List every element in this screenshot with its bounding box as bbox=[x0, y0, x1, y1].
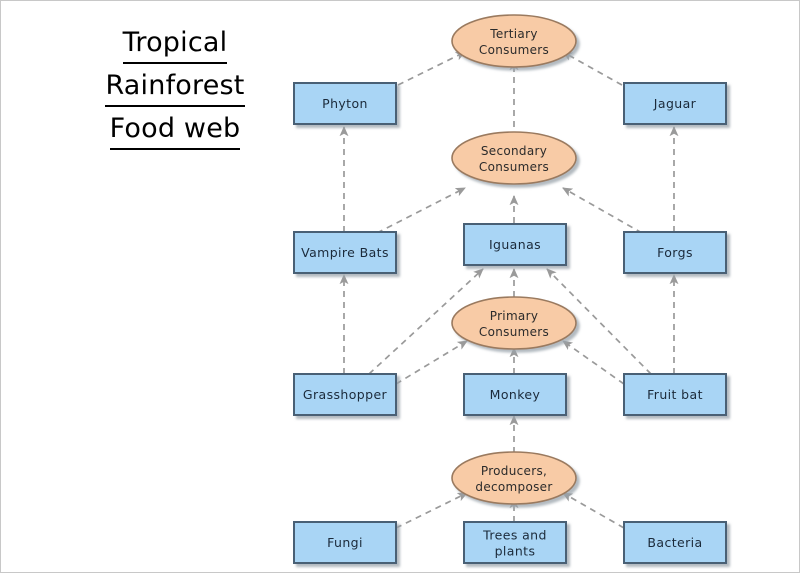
node-producers-decomposer[interactable]: Producers, decomposer bbox=[451, 451, 577, 505]
edge-grasshopper-to-primary bbox=[395, 340, 468, 385]
node-tertiary-consumers[interactable]: Tertiary Consumers bbox=[451, 14, 577, 68]
trees-and-plants-label-line1: Trees and bbox=[482, 528, 547, 543]
monkey-box[interactable] bbox=[463, 373, 567, 416]
bacteria-label: Bacteria bbox=[647, 535, 702, 550]
iguanas-label: Iguanas bbox=[489, 237, 541, 252]
tertiary-consumers-label-line2: Consumers bbox=[479, 43, 549, 57]
edge-fungi-to-producers bbox=[395, 492, 468, 529]
organism-layer: Phyton Jaguar Vampire Bats Iguanas Forgs bbox=[293, 82, 727, 564]
node-secondary-consumers[interactable]: Secondary Consumers bbox=[451, 131, 577, 185]
primary-consumers-ellipse[interactable] bbox=[451, 296, 577, 350]
secondary-consumers-label-line1: Secondary bbox=[481, 144, 547, 158]
secondary-consumers-ellipse[interactable] bbox=[451, 131, 577, 185]
monkey-label: Monkey bbox=[490, 387, 541, 402]
producers-decomposer-ellipse[interactable] bbox=[451, 451, 577, 505]
node-phyton[interactable]: Phyton bbox=[293, 82, 397, 125]
title-line-3: Food web bbox=[109, 111, 241, 150]
title-line-1: Tropical bbox=[122, 25, 228, 64]
title-line-2: Rainforest bbox=[105, 68, 245, 107]
trees-and-plants-box[interactable] bbox=[463, 521, 567, 564]
edge-layer bbox=[339, 51, 679, 529]
forgs-label: Forgs bbox=[657, 245, 693, 260]
grasshopper-label: Grasshopper bbox=[303, 387, 388, 402]
edge-grasshopper-to-iguanas bbox=[368, 268, 484, 375]
node-primary-consumers[interactable]: Primary Consumers bbox=[451, 296, 577, 350]
edge-forgs-to-secondary bbox=[562, 187, 643, 234]
iguanas-box[interactable] bbox=[463, 223, 567, 266]
page-title: Tropical Rainforest Food web bbox=[55, 25, 295, 154]
jaguar-box[interactable] bbox=[623, 82, 727, 125]
fungi-box[interactable] bbox=[293, 521, 397, 564]
tertiary-consumers-ellipse[interactable] bbox=[451, 14, 577, 68]
producers-decomposer-label-line1: Producers, bbox=[481, 464, 547, 478]
node-fruit-bat[interactable]: Fruit bat bbox=[623, 373, 727, 416]
primary-consumers-label-line1: Primary bbox=[490, 309, 538, 323]
vampire-bats-label: Vampire Bats bbox=[301, 245, 389, 260]
forgs-box[interactable] bbox=[623, 231, 727, 274]
edge-fruitbat-to-primary bbox=[562, 340, 625, 385]
edge-fruitbat-to-iguanas bbox=[546, 268, 652, 375]
node-monkey[interactable]: Monkey bbox=[463, 373, 567, 416]
edge-bacteria-to-producers bbox=[562, 492, 625, 529]
phyton-box[interactable] bbox=[293, 82, 397, 125]
grasshopper-box[interactable] bbox=[293, 373, 397, 416]
vampire-bats-box[interactable] bbox=[293, 231, 397, 274]
tertiary-consumers-label-line1: Tertiary bbox=[489, 27, 537, 41]
primary-consumers-label-line2: Consumers bbox=[479, 325, 549, 339]
edge-phyton-to-tertiary bbox=[397, 51, 466, 86]
node-vampire-bats[interactable]: Vampire Bats bbox=[293, 231, 397, 274]
producers-decomposer-label-line2: decomposer bbox=[475, 480, 552, 494]
edge-vampire-bats-to-secondary bbox=[376, 187, 466, 234]
jaguar-label: Jaguar bbox=[653, 96, 697, 111]
fungi-label: Fungi bbox=[327, 535, 363, 550]
secondary-consumers-label-line2: Consumers bbox=[479, 160, 549, 174]
node-forgs[interactable]: Forgs bbox=[623, 231, 727, 274]
fruit-bat-box[interactable] bbox=[623, 373, 727, 416]
node-bacteria[interactable]: Bacteria bbox=[623, 521, 727, 564]
phyton-label: Phyton bbox=[322, 96, 368, 111]
bacteria-box[interactable] bbox=[623, 521, 727, 564]
node-iguanas[interactable]: Iguanas bbox=[463, 223, 567, 266]
node-grasshopper[interactable]: Grasshopper bbox=[293, 373, 397, 416]
node-jaguar[interactable]: Jaguar bbox=[623, 82, 727, 125]
edge-jaguar-to-tertiary bbox=[562, 51, 623, 86]
node-fungi[interactable]: Fungi bbox=[293, 521, 397, 564]
fruit-bat-label: Fruit bat bbox=[647, 387, 703, 402]
trophic-level-layer: Tertiary Consumers Secondary Consumers P… bbox=[451, 14, 577, 505]
trees-and-plants-label-line2: plants bbox=[495, 544, 536, 559]
node-trees-and-plants[interactable]: Trees and plants bbox=[463, 521, 567, 564]
